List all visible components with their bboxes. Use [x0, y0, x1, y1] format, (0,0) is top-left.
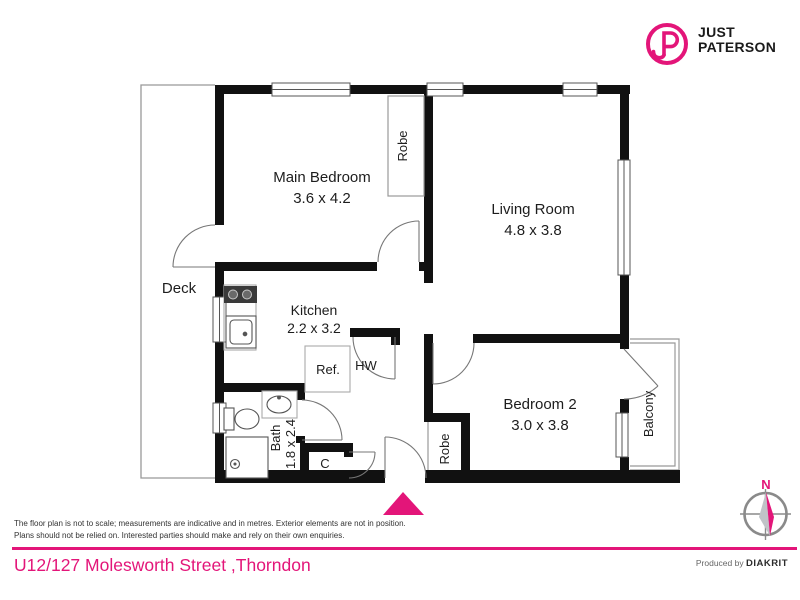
produced-by-label: Produced by	[695, 558, 744, 568]
bedroom2-dims: 3.0 x 3.8	[511, 417, 569, 434]
deck-outline	[140, 84, 215, 479]
fridge-space-outline	[304, 345, 351, 393]
bath-label: Bath	[268, 425, 283, 452]
robe-main-label: Robe	[395, 130, 410, 161]
window	[426, 82, 464, 97]
window	[271, 82, 351, 97]
window	[615, 412, 629, 458]
balcony-label: Balcony	[641, 390, 656, 437]
window	[562, 82, 598, 97]
just-paterson-logo: JUST PATERSON	[640, 16, 795, 74]
main-bedroom-dims: 3.6 x 4.2	[293, 190, 351, 207]
compass-north-label: N	[761, 477, 770, 492]
deck-label: Deck	[162, 280, 197, 297]
window	[617, 159, 631, 276]
logo-text-just: JUST	[698, 24, 735, 40]
basin-icon	[261, 390, 298, 419]
disclaimer-line2: Plans should not be relied on. Intereste…	[14, 531, 345, 540]
produced-by: Produced by DIAKRIT	[696, 558, 788, 569]
entry-arrow-icon	[383, 492, 424, 515]
cupboard-label: C	[320, 456, 329, 471]
logo-text-paterson: PATERSON	[698, 39, 777, 55]
disclaimer-line1: The floor plan is not to scale; measurem…	[14, 519, 406, 528]
robe-bed2-label: Robe	[437, 433, 452, 464]
door-bedroom2	[432, 342, 475, 385]
footer-divider	[12, 547, 797, 550]
main-bedroom-label: Main Bedroom	[273, 169, 371, 186]
windows	[212, 82, 631, 458]
kitchen-fixtures	[224, 286, 257, 349]
kitchen-dims: 2.2 x 3.2	[287, 320, 341, 336]
doors	[172, 220, 659, 479]
door-balcony	[623, 348, 659, 400]
door-cupboard	[348, 451, 376, 479]
toilet-icon	[223, 407, 260, 431]
jp-logo-icon	[646, 23, 688, 65]
door-bath	[301, 399, 343, 441]
kitchen-label: Kitchen	[291, 302, 338, 318]
hot-water-label: HW	[355, 358, 377, 373]
robe-main-outline	[387, 95, 425, 197]
disclaimer: The floor plan is not to scale; measurem…	[14, 518, 614, 542]
door-deck	[172, 224, 216, 268]
property-address: U12/127 Molesworth Street ,Thorndon	[14, 555, 311, 575]
door-hw	[352, 336, 396, 380]
bedroom2-label: Bedroom 2	[503, 396, 576, 413]
bath-dims: 1.8 x 2.4	[283, 419, 298, 469]
producer-name: DIAKRIT	[745, 558, 788, 569]
living-room-dims: 4.8 x 3.8	[504, 222, 562, 239]
shower-icon	[225, 436, 269, 479]
living-room-label: Living Room	[491, 201, 574, 218]
door-entry	[384, 436, 427, 479]
compass-icon: N	[740, 477, 791, 540]
fridge-label: Ref.	[316, 362, 340, 377]
door-main-bedroom	[377, 220, 420, 263]
bath-fixtures	[223, 390, 298, 479]
sink-icon	[225, 315, 257, 349]
